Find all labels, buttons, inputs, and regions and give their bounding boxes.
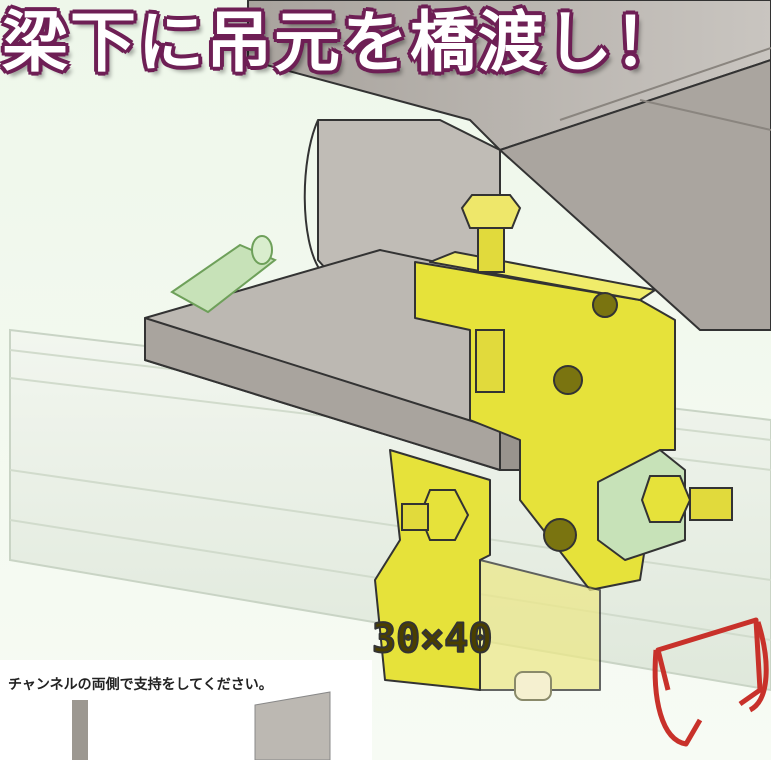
nut-bolt-right: [640, 475, 733, 523]
notice-panel: チャンネルの両側で支持をしてください。: [0, 660, 372, 760]
green-pin: [170, 235, 277, 314]
notice-text: チャンネルの両側で支持をしてください。: [8, 677, 273, 693]
bracket-stamp: 30×40: [372, 616, 492, 662]
note-illustration: [72, 691, 331, 760]
nut-bolt-left: [401, 489, 470, 541]
channel-section-outline: [652, 617, 769, 747]
bottom-pin: [514, 671, 552, 701]
i-beam: [144, 0, 771, 471]
set-bolt: [460, 194, 522, 393]
banner-title: 梁下に吊元を橋渡し！: [2, 4, 682, 81]
